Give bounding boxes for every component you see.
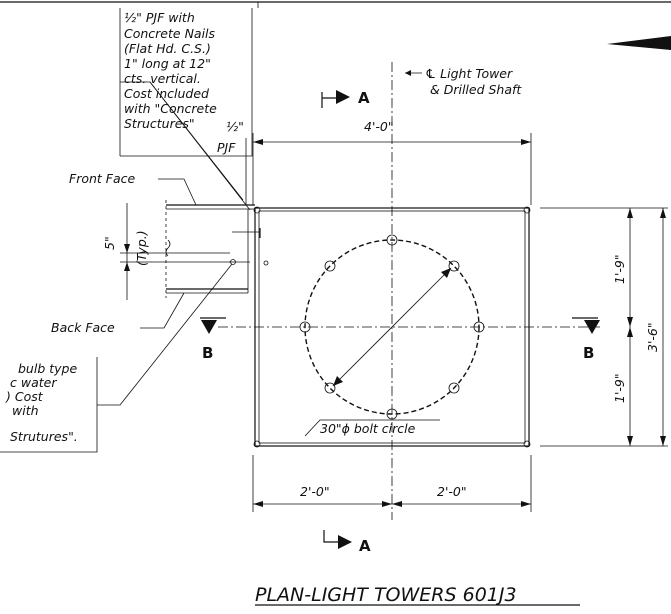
front-face-leader bbox=[158, 178, 197, 206]
pjf-label-2: PJF bbox=[217, 140, 236, 155]
centerline-arrow-icon bbox=[405, 70, 411, 76]
pjf-note-line-3: (Flat Hd. C.S.) bbox=[124, 41, 211, 56]
section-a-bottom-arrow-icon bbox=[338, 535, 352, 549]
waterstop-note-line-3: ) Cost bbox=[5, 389, 44, 404]
pjf-leader-2 bbox=[149, 81, 251, 211]
dim-bottom-left: 2'-0" bbox=[300, 484, 330, 499]
dim-right-upper: 1'-9" bbox=[612, 254, 627, 284]
corner-sw bbox=[253, 440, 261, 448]
bolt-hole-2 bbox=[448, 260, 460, 272]
dim-bottom-right: 2'-0" bbox=[437, 484, 467, 499]
north-arrow-icon bbox=[607, 36, 671, 50]
pjf-note-text: ½" PJF with Concrete Nails (Flat Hd. C.S… bbox=[124, 10, 217, 131]
bolt-hole-4 bbox=[448, 382, 460, 394]
foundation-inner bbox=[258, 210, 526, 444]
section-b-right-arrow-icon bbox=[584, 320, 600, 334]
bolt-hole-7 bbox=[299, 321, 311, 333]
waterstop-note-box bbox=[0, 357, 98, 453]
bolt-diameter-line bbox=[332, 267, 452, 387]
pjf-note-line-2: Concrete Nails bbox=[124, 26, 216, 41]
section-a-top-label: A bbox=[358, 89, 370, 107]
pjf-note-line-1b: ½" PJF with bbox=[124, 10, 195, 25]
pjf-note-line-5: cts. vertical. bbox=[124, 71, 201, 86]
section-a-top-cut bbox=[321, 92, 336, 108]
corner-ne bbox=[523, 206, 531, 214]
typ-spacing-label: 5" bbox=[102, 236, 117, 250]
waterstop-note-line-5: Strutures". bbox=[10, 429, 78, 444]
drawing-title: PLAN-LIGHT TOWERS 601J3 bbox=[255, 584, 517, 606]
wall-break-symbol bbox=[165, 239, 171, 257]
pjf-note-line-6: Cost included bbox=[124, 86, 209, 101]
waterstop-bulb-right bbox=[263, 260, 269, 266]
waterstop-leader bbox=[97, 263, 233, 406]
corner-nw bbox=[253, 206, 261, 214]
dim-right-lower: 1'-9" bbox=[612, 373, 627, 403]
back-face-leader bbox=[140, 292, 185, 329]
waterstop-note-line-1: bulb type bbox=[18, 361, 77, 376]
bolt-hole-3 bbox=[473, 321, 485, 333]
bolt-hole-1 bbox=[386, 234, 398, 246]
section-a-bottom-label: A bbox=[359, 537, 371, 555]
bolt-circle-leader bbox=[304, 419, 440, 437]
bolt-circle bbox=[304, 239, 480, 415]
pjf-note-line-4: 1" long at 12" bbox=[124, 56, 211, 71]
bolt-hole-5 bbox=[386, 408, 398, 420]
back-face-label: Back Face bbox=[51, 320, 115, 335]
dim-bottom-arrows-icon bbox=[253, 501, 531, 507]
waterstop-note: bulb type c water ) Cost with Strutures"… bbox=[5, 361, 78, 444]
section-b-right-label: B bbox=[583, 344, 594, 362]
pjf-note-line-8: Structures" bbox=[124, 116, 195, 131]
typ-label: (Typ.) bbox=[134, 230, 149, 266]
foundation-outline bbox=[254, 207, 530, 447]
waterstop-note-line-2: c water bbox=[10, 375, 57, 390]
waterstop-note-line-4: with bbox=[12, 403, 39, 418]
dim-right-total: 3'-6" bbox=[645, 322, 660, 352]
centerline-label-2: & Drilled Shaft bbox=[430, 82, 522, 97]
bolt-hole-6 bbox=[324, 382, 336, 394]
dim-top-width: 4'-0" bbox=[364, 119, 394, 134]
section-b-left-arrow-icon bbox=[201, 320, 217, 334]
typ-arrows-icon bbox=[124, 244, 130, 271]
section-b-left-label: B bbox=[202, 344, 213, 362]
pjf-label-1: ½" bbox=[226, 119, 244, 134]
front-face-label: Front Face bbox=[69, 171, 135, 186]
section-a-bottom-cut bbox=[323, 530, 338, 543]
section-a-top-arrow-icon bbox=[336, 90, 350, 104]
corner-se bbox=[523, 440, 531, 448]
bolt-hole-8 bbox=[324, 260, 336, 272]
bolt-holes bbox=[299, 234, 485, 420]
bolt-circle-label: 30"ϕ bolt circle bbox=[320, 421, 416, 436]
centerline-label-1: ℄ Light Tower bbox=[425, 66, 513, 81]
